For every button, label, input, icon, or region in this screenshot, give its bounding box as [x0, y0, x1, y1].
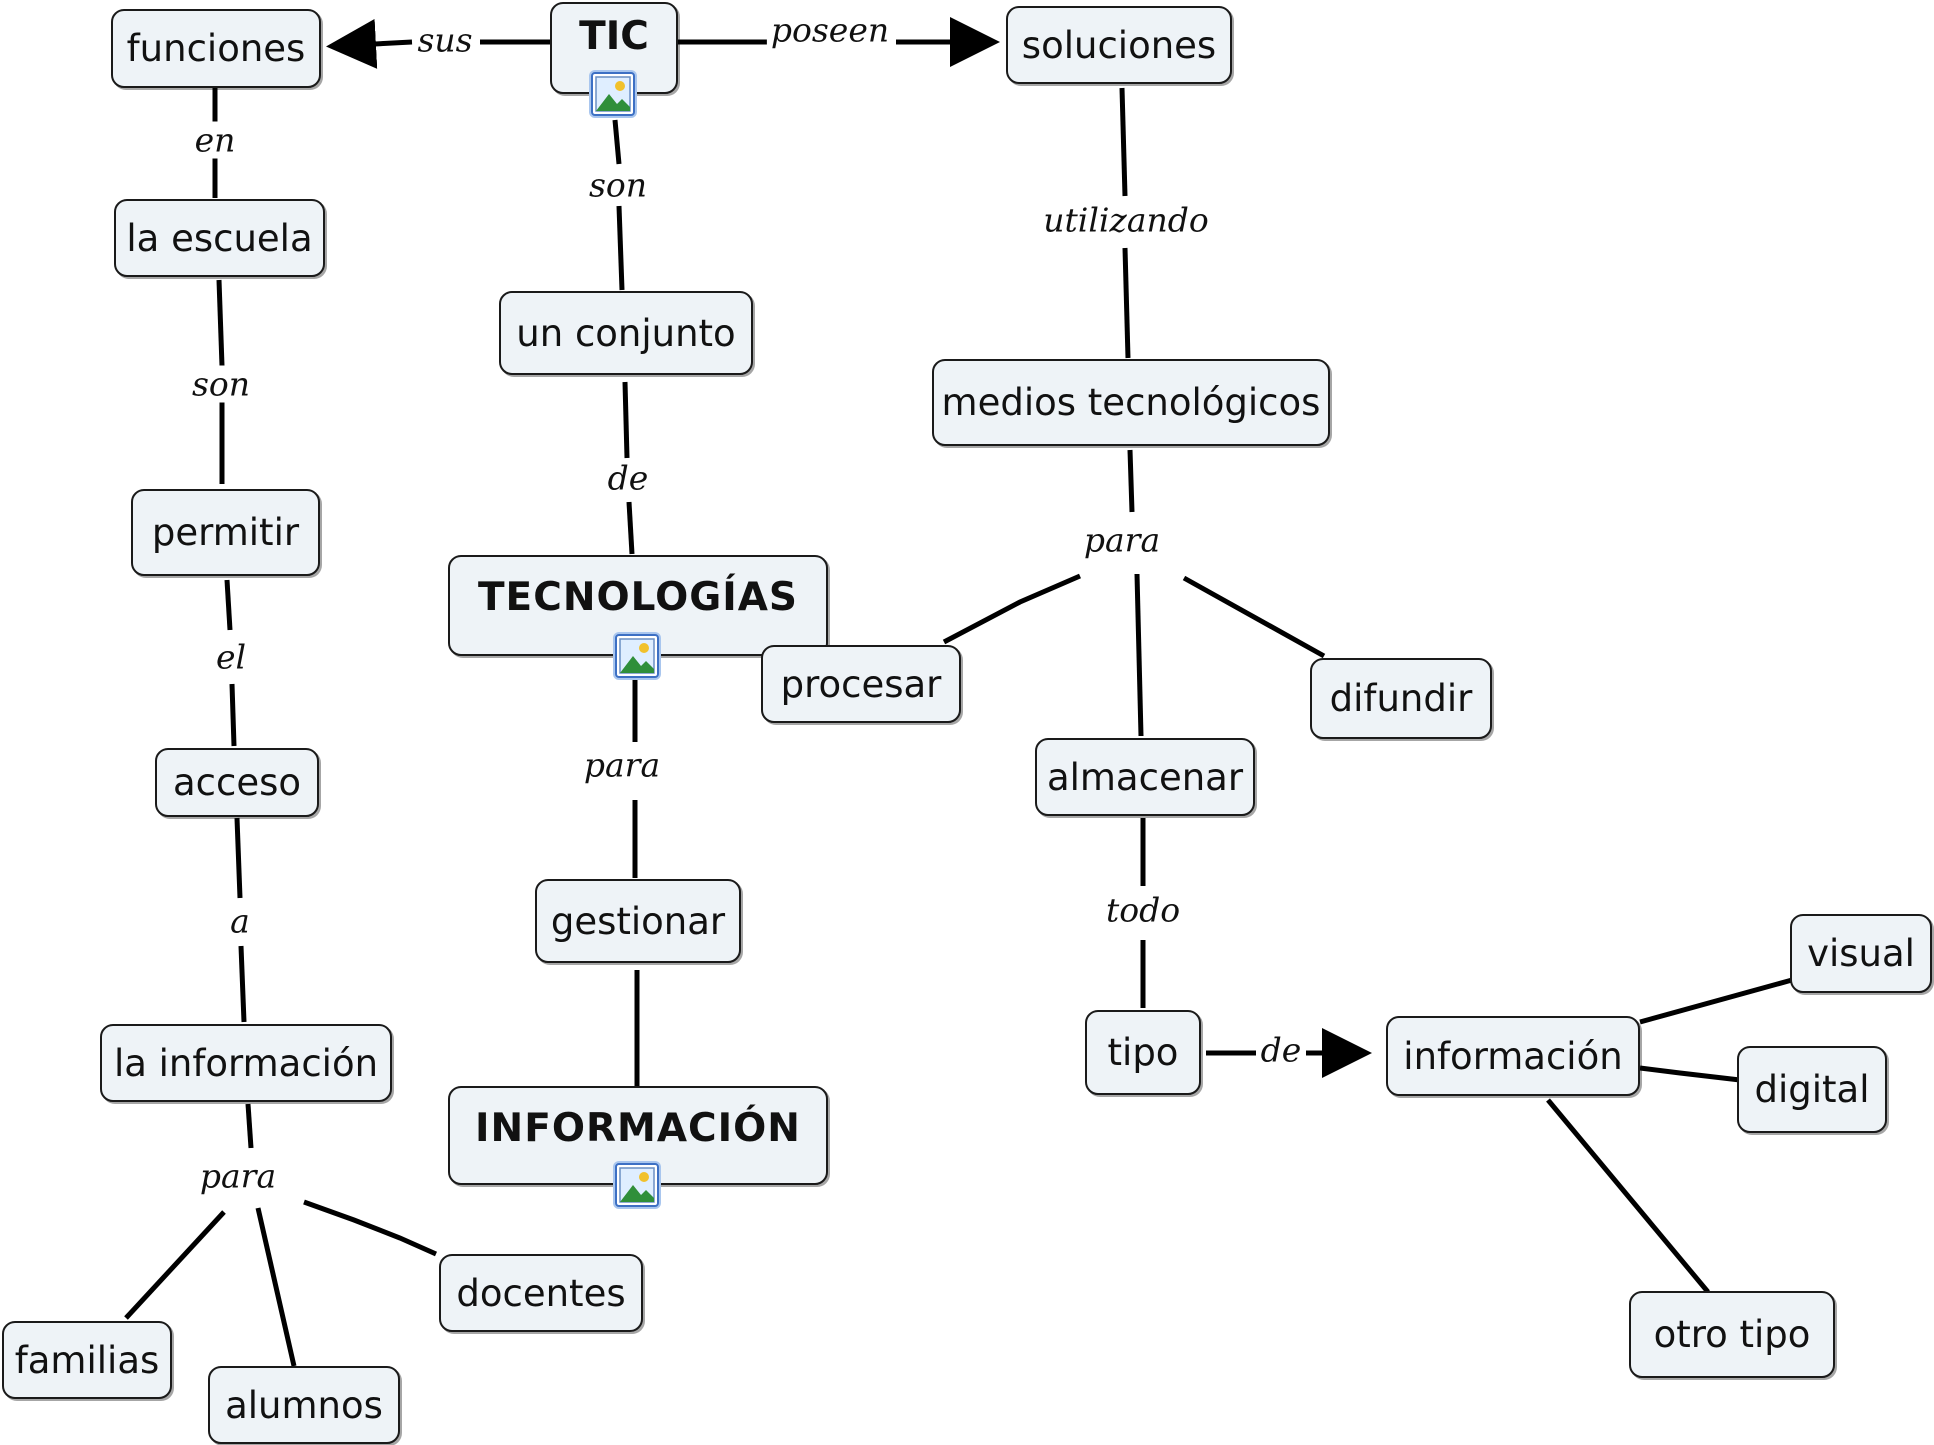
node-tecnologias-label: TECNOLOGÍAS	[477, 575, 799, 620]
node-docentes[interactable]: docentes	[439, 1254, 643, 1332]
line-lainformacion-para	[245, 1103, 254, 1149]
link-label-para-medios: para	[1079, 521, 1165, 559]
image-icon-graphic	[619, 1167, 655, 1203]
node-tic-label: TIC	[579, 14, 649, 59]
node-permitir-label: permitir	[151, 511, 300, 554]
image-icon-graphic	[595, 76, 631, 112]
line-para-procesar	[942, 573, 1081, 645]
node-docentes-label: docentes	[456, 1271, 626, 1315]
node-un-conjunto[interactable]: un conjunto	[499, 291, 753, 375]
line-permitir-el	[224, 579, 233, 631]
link-label-son-escuela: son	[187, 365, 255, 403]
image-icon[interactable]	[591, 72, 635, 116]
line-conjunto-de	[622, 381, 630, 459]
node-un-conjunto-label: un conjunto	[516, 311, 736, 355]
link-label-en: en	[190, 121, 240, 159]
node-alumnos-label: alumnos	[225, 1383, 383, 1427]
node-alumnos[interactable]: alumnos	[208, 1366, 400, 1444]
link-label-sus: sus	[413, 21, 477, 59]
line-informacion-otrotipo	[1546, 1098, 1710, 1294]
image-icon[interactable]	[615, 1163, 659, 1207]
node-funciones[interactable]: funciones	[111, 9, 321, 88]
node-informacion-label: información	[1403, 1034, 1623, 1078]
node-tipo[interactable]: tipo	[1085, 1010, 1201, 1095]
link-label-poseen: poseen	[766, 11, 894, 49]
line-informacion-digital	[1639, 1065, 1741, 1083]
line-soluciones-utilizando	[1119, 87, 1128, 197]
node-soluciones[interactable]: soluciones	[1006, 6, 1232, 84]
link-label-de-tipo: de	[1256, 1031, 1306, 1069]
line-tic-son	[612, 119, 622, 165]
line-informacion-visual	[1639, 977, 1793, 1025]
node-gestionar[interactable]: gestionar	[535, 879, 741, 963]
line-para-almacenar	[1134, 573, 1144, 737]
node-medios-tecnologicos[interactable]: medios tecnológicos	[932, 359, 1330, 446]
node-almacenar[interactable]: almacenar	[1035, 738, 1255, 816]
node-familias-label: familias	[14, 1338, 160, 1382]
line-de-tecnologias	[626, 501, 635, 555]
node-otro-tipo[interactable]: otro tipo	[1629, 1291, 1835, 1378]
link-label-utilizando: utilizando	[1039, 201, 1213, 239]
node-procesar[interactable]: procesar	[761, 645, 961, 723]
link-label-todo: todo	[1101, 891, 1185, 929]
node-la-escuela-label: la escuela	[126, 216, 313, 260]
node-procesar-label: procesar	[780, 662, 942, 706]
node-la-informacion-label: la información	[113, 1041, 379, 1085]
node-soluciones-label: soluciones	[1021, 23, 1217, 67]
node-acceso[interactable]: acceso	[155, 748, 319, 817]
node-digital-label: digital	[1754, 1068, 1870, 1111]
node-informacion-caps-label: INFORMACIÓN	[475, 1106, 801, 1151]
node-visual[interactable]: visual	[1790, 914, 1932, 993]
node-la-informacion[interactable]: la información	[100, 1024, 392, 1102]
node-informacion[interactable]: información	[1386, 1016, 1640, 1096]
node-familias[interactable]: familias	[2, 1321, 172, 1399]
link-label-son-tic: son	[584, 166, 652, 204]
line-para-alumnos	[255, 1207, 297, 1367]
link-label-de-conjunto: de	[603, 459, 653, 497]
node-difundir[interactable]: difundir	[1310, 658, 1492, 739]
node-tipo-label: tipo	[1107, 1031, 1179, 1074]
node-almacenar-label: almacenar	[1046, 755, 1244, 799]
node-medios-label: medios tecnológicos	[941, 381, 1321, 424]
image-icon[interactable]	[615, 634, 659, 678]
link-label-para-tec: para	[579, 746, 665, 784]
node-visual-label: visual	[1807, 932, 1915, 975]
line-sus-funciones	[326, 18, 413, 69]
line-el-acceso	[229, 683, 237, 747]
line-son-conjunto	[616, 205, 625, 291]
line-para-docentes	[303, 1199, 438, 1257]
node-digital[interactable]: digital	[1737, 1046, 1887, 1133]
node-gestionar-label: gestionar	[550, 899, 726, 943]
node-permitir[interactable]: permitir	[131, 489, 320, 576]
link-label-a: a	[226, 902, 254, 940]
line-a-lainformacion	[238, 945, 247, 1023]
image-icon-graphic	[619, 638, 655, 674]
line-para-familias	[124, 1210, 226, 1320]
line-medios-para	[1127, 449, 1135, 513]
line-escuela-son	[216, 279, 225, 367]
node-difundir-label: difundir	[1329, 677, 1473, 720]
node-la-escuela[interactable]: la escuela	[114, 199, 325, 277]
line-utilizando-medios	[1122, 247, 1131, 359]
node-acceso-label: acceso	[172, 761, 302, 804]
line-acceso-a	[234, 817, 243, 899]
node-funciones-label: funciones	[126, 27, 306, 70]
link-label-para-info: para	[195, 1157, 281, 1195]
line-para-difundir	[1182, 575, 1326, 659]
node-otro-tipo-label: otro tipo	[1653, 1313, 1811, 1356]
link-label-el: el	[211, 638, 251, 676]
